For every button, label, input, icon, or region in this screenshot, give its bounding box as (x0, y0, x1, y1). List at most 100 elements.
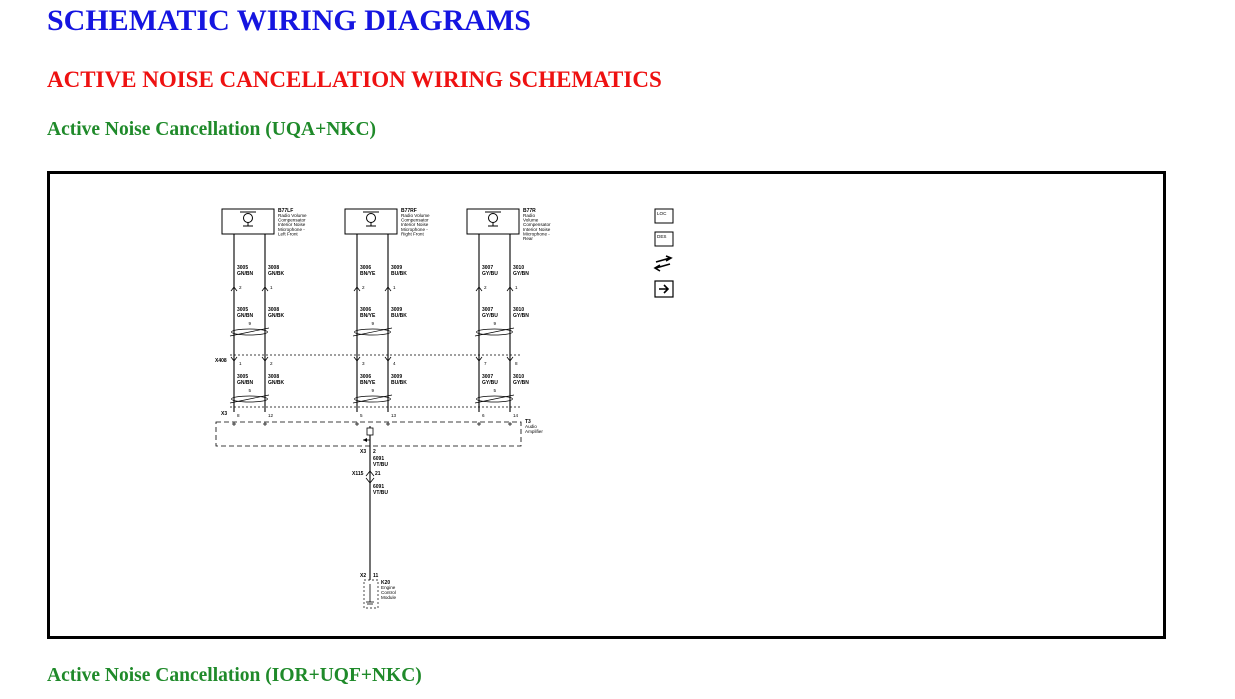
microphone-desc: Rear (523, 236, 533, 241)
amplifier-pin: 5 (360, 413, 363, 418)
x2-pin: 11 (373, 573, 379, 579)
ecm-desc-1: Engine (381, 585, 396, 590)
audio-amplifier-box (215, 421, 522, 447)
wire-pin: 2 (484, 285, 487, 290)
x3-lower-label: X3 (360, 449, 366, 455)
ecm-desc-3: Module (381, 595, 397, 600)
microphone-desc: Interior Noise (523, 227, 551, 232)
microphone-desc: Interior Noise (401, 222, 429, 227)
wire-color: BU/BK (391, 271, 407, 277)
wire-color: GY/BU (482, 313, 498, 319)
svg-text:DES: DES (657, 234, 666, 239)
amplifier-pin: 8 (237, 413, 240, 418)
wire-6091-color-lower: VT/BU (373, 490, 388, 496)
amplifier-id: T3 (525, 419, 531, 425)
diagram-title-uqa-nkc[interactable]: Active Noise Cancellation (UQA+NKC) (47, 119, 377, 140)
wire-pin: 2 (239, 285, 242, 290)
wire-circuit: 3005 (237, 265, 248, 271)
connector-legend-icon[interactable]: LOC (654, 208, 674, 224)
x408-label: X408 (215, 358, 227, 364)
wire-circuit: 3007 (482, 265, 493, 271)
wire-circuit: 3010 (513, 307, 524, 313)
wire-pin: 2 (362, 285, 365, 290)
twist-label: 9 (372, 388, 375, 393)
twist-label: 9 (372, 321, 375, 326)
connector-pin: 8 (515, 361, 518, 366)
microphone-desc: Interior Noise (278, 222, 306, 227)
microphone-id: B77R (523, 208, 536, 214)
wire-pin: 1 (515, 285, 518, 290)
x2-label: X2 (360, 573, 366, 579)
wire-circuit: 3008 (268, 265, 279, 271)
wire-color: GN/BN (237, 313, 254, 319)
wire-circuit: 3010 (513, 374, 524, 380)
microphone-desc: Microphone - (401, 227, 428, 232)
wire-6091-circuit-lower: 6091 (373, 484, 384, 490)
microphone-desc: Left Front (278, 231, 298, 236)
wire-color: BU/BK (391, 380, 407, 386)
wire-color: GN/BN (237, 271, 254, 277)
microphone-id: B77LF (278, 208, 293, 214)
amplifier-pin: 6 (482, 413, 485, 418)
wire-color: BN/YE (360, 313, 376, 319)
microphone-desc: Compensator (401, 218, 429, 223)
wire-color: GY/BN (513, 380, 529, 386)
microphone-desc: Compensator (278, 218, 306, 223)
wire-6091-color-upper: VT/BU (373, 462, 388, 468)
microphone-desc: Compensator (523, 222, 551, 227)
wire-circuit: 3009 (391, 307, 402, 313)
wire-circuit: 3006 (360, 374, 371, 380)
microphone-desc: Volume (523, 218, 539, 223)
twisted-pair-mark (354, 328, 391, 336)
ecm-id: K20 (381, 580, 390, 586)
data-link-icon[interactable] (653, 255, 673, 272)
ecm-box (363, 579, 379, 609)
microphone-desc: Radio Volume (278, 213, 307, 218)
description-legend-icon[interactable]: DES (654, 231, 674, 247)
connector-pin: 1 (239, 361, 242, 366)
wire-color: GN/BN (237, 380, 254, 386)
microphone-desc: Radio (523, 213, 535, 218)
diagram-title-ior-uqf-nkc[interactable]: Active Noise Cancellation (IOR+UQF+NKC) (47, 665, 422, 686)
navigation-arrow-icon[interactable] (654, 280, 674, 298)
x3-label: X3 (221, 411, 227, 417)
wire-circuit: 3008 (268, 307, 279, 313)
wire-color: GN/BK (268, 313, 285, 319)
connector-pin: 3 (362, 361, 365, 366)
twisted-pair-mark (231, 395, 268, 403)
wire-pin: 1 (270, 285, 273, 290)
twist-label: 5 (494, 388, 497, 393)
microphone-id: B77RF (401, 208, 417, 214)
microphone-desc: Right Front (401, 231, 424, 236)
microphone-desc: Radio Volume (401, 213, 430, 218)
twist-label: 9 (249, 321, 252, 326)
wire-color: GY/BU (482, 271, 498, 277)
amplifier-pin: 12 (268, 413, 274, 418)
wire-6091-circuit-upper: 6091 (373, 456, 384, 462)
wire-color: BN/YE (360, 271, 376, 277)
twisted-pair-mark (476, 395, 513, 403)
x115-pin: 21 (375, 471, 381, 477)
twist-label: 9 (494, 321, 497, 326)
wire-circuit: 3007 (482, 307, 493, 313)
wire-color: GY/BN (513, 271, 529, 277)
wire-circuit: 3005 (237, 307, 248, 313)
page-title: SCHEMATIC WIRING DIAGRAMS (47, 4, 531, 37)
twisted-pair-mark (231, 328, 268, 336)
wire-circuit: 3009 (391, 265, 402, 271)
wire-color: BN/YE (360, 380, 376, 386)
wire-circuit: 3005 (237, 374, 248, 380)
microphone-desc: Microphone - (523, 231, 550, 236)
wire-circuit: 3009 (391, 374, 402, 380)
microphone-desc: Microphone - (278, 227, 305, 232)
wire-color: BU/BK (391, 313, 407, 319)
wire-circuit: 3010 (513, 265, 524, 271)
amplifier-pin: 13 (391, 413, 397, 418)
x115-label: X115 (352, 471, 364, 477)
wire-circuit: 3006 (360, 307, 371, 313)
wire-color: GN/BK (268, 271, 285, 277)
